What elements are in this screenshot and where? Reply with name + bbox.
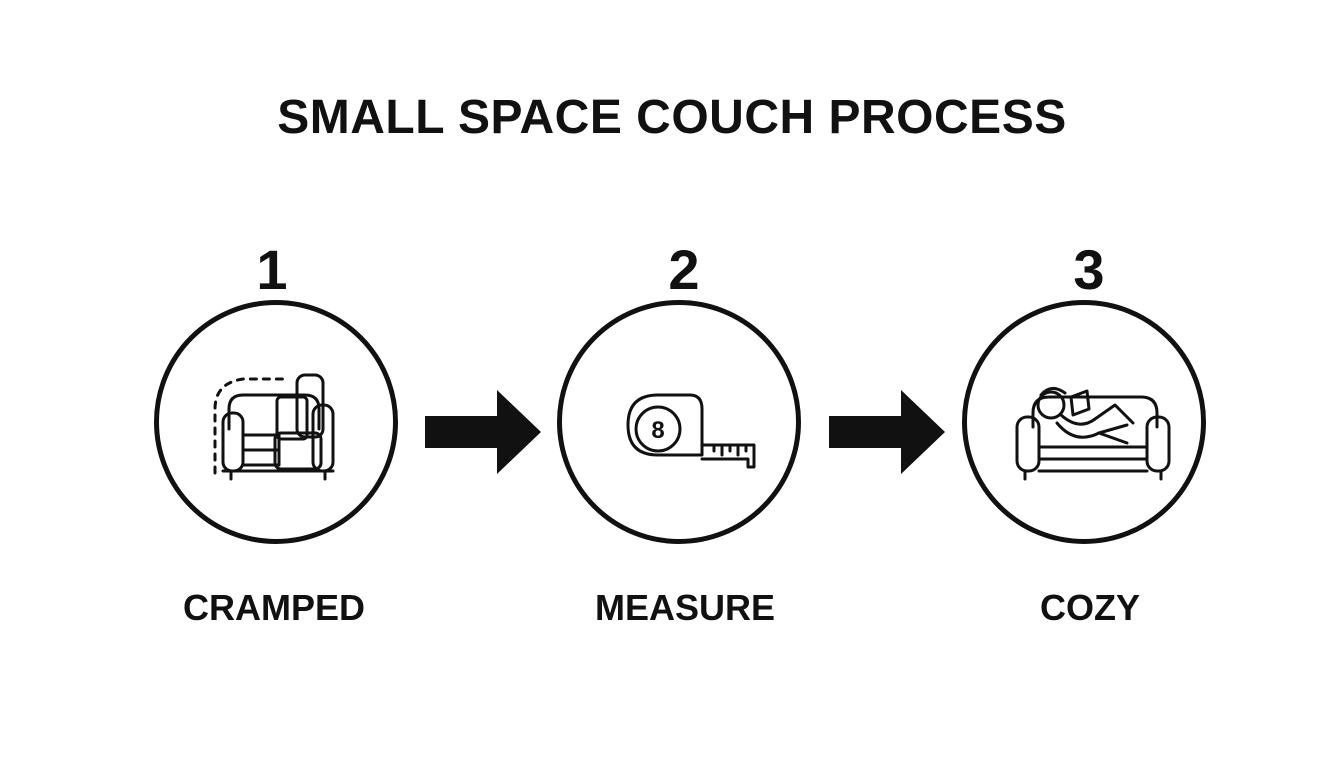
page-title: SMALL SPACE COUCH PROCESS — [277, 91, 1067, 144]
step-1-label: CRAMPED — [182, 587, 365, 628]
step-2-number: 2 — [668, 238, 700, 301]
tape-measure-icon: 8 — [626, 393, 756, 469]
person-relaxing-on-couch-icon — [1015, 387, 1171, 481]
step-3-circle — [962, 300, 1206, 544]
step-3-label: COZY — [1039, 587, 1140, 628]
step-1-circle — [154, 300, 398, 544]
step-2-label: MEASURE — [594, 587, 776, 628]
arrow-right-icon — [829, 390, 945, 474]
step-3-number: 3 — [1073, 238, 1105, 301]
step-1-number: 1 — [256, 238, 288, 301]
step-2-circle: 8 — [557, 300, 801, 544]
arrow-right-icon — [425, 390, 541, 474]
tape-dial-number: 8 — [651, 417, 664, 444]
cramped-couch-icon — [213, 373, 335, 481]
